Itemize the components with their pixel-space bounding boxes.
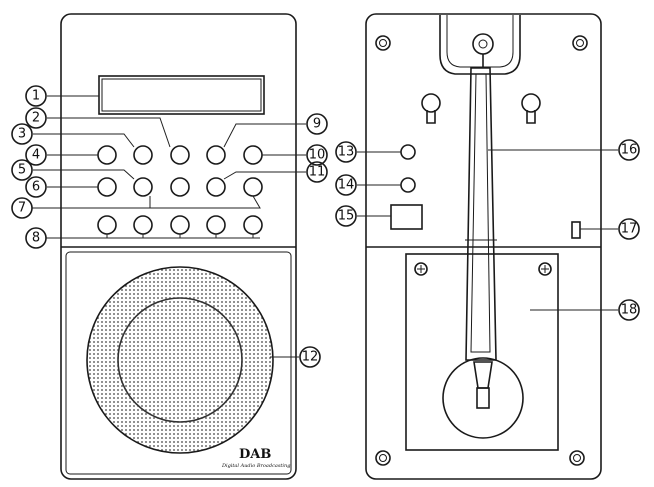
screw-top-left — [375, 35, 391, 51]
callout-1: 1 — [25, 85, 47, 107]
callout-2: 2 — [25, 107, 47, 129]
dab-logo-text: DAB — [239, 447, 271, 462]
telescopic-antenna — [465, 33, 497, 361]
antenna-bracket-inner — [446, 15, 514, 68]
screw-bottom-left — [375, 450, 391, 466]
speaker-inner-ring — [117, 297, 243, 423]
callout-16-label: 16 — [621, 143, 638, 158]
callout-5: 5 — [11, 159, 33, 181]
button-r2-5 — [243, 177, 263, 197]
callout-17: 17 — [618, 218, 640, 240]
button-9 — [206, 145, 226, 165]
lcd-display — [98, 75, 265, 115]
wall-mount-hole-right — [521, 93, 541, 124]
callout-18-label: 18 — [621, 303, 638, 318]
callout-2-label: 2 — [32, 111, 40, 126]
port-15 — [390, 204, 423, 230]
callout-3-label: 3 — [18, 127, 26, 142]
preset-button-4 — [206, 215, 226, 235]
callout-3: 3 — [11, 123, 33, 145]
callout-7: 7 — [11, 197, 33, 219]
jack-13 — [400, 144, 416, 160]
screw-bottom-right — [569, 450, 585, 466]
battery-cover — [405, 253, 559, 451]
button-5 — [133, 177, 153, 197]
button-10 — [243, 145, 263, 165]
callout-8-label: 8 — [32, 231, 40, 246]
lcd-display-inner — [101, 78, 262, 112]
callout-15-label: 15 — [338, 209, 355, 224]
callout-4: 4 — [25, 144, 47, 166]
front-view: DAB Digital Audio Broadcasting — [60, 13, 297, 480]
callout-6: 6 — [25, 176, 47, 198]
preset-button-3 — [170, 215, 190, 235]
callout-13-label: 13 — [338, 145, 355, 160]
screw-top-right — [572, 35, 588, 51]
preset-button-1 — [97, 215, 117, 235]
antenna-stub — [476, 387, 490, 409]
callout-14: 14 — [335, 174, 357, 196]
callout-6-label: 6 — [32, 180, 40, 195]
battery-cover-screw-tl — [414, 262, 428, 276]
button-6 — [97, 177, 117, 197]
callout-13: 13 — [335, 141, 357, 163]
antenna-joint — [473, 361, 493, 389]
callout-18: 18 — [618, 299, 640, 321]
wall-mount-hole-left — [421, 93, 441, 124]
speaker-grille — [86, 266, 274, 454]
callout-1-label: 1 — [32, 89, 40, 104]
leader-lines — [32, 95, 618, 358]
button-4 — [97, 145, 117, 165]
battery-cover-screw-tr — [538, 262, 552, 276]
button-2 — [170, 145, 190, 165]
callout-15: 15 — [335, 205, 357, 227]
antenna-bracket — [439, 15, 521, 75]
callout-10: 10 — [306, 144, 328, 166]
switch-17 — [571, 221, 581, 239]
button-3 — [133, 145, 153, 165]
callout-7-label: 7 — [18, 201, 26, 216]
callout-11: 11 — [306, 161, 328, 183]
jack-14 — [400, 177, 416, 193]
callouts: 1 2 3 4 5 6 7 8 9 10 11 12 13 14 15 16 1… — [11, 85, 640, 368]
button-11 — [206, 177, 226, 197]
front-bottom-plate — [65, 251, 292, 475]
dab-logo-subtext: Digital Audio Broadcasting — [221, 463, 290, 469]
dab-logo: DAB Digital Audio Broadcasting — [221, 447, 290, 469]
callout-5-label: 5 — [18, 163, 26, 178]
preset-button-5 — [243, 215, 263, 235]
callout-12-label: 12 — [302, 350, 319, 365]
callout-9: 9 — [306, 113, 328, 135]
callout-12: 12 — [299, 346, 321, 368]
preset-button-2 — [133, 215, 153, 235]
callout-11-label: 11 — [309, 165, 326, 180]
callout-16: 16 — [618, 139, 640, 161]
callout-14-label: 14 — [338, 178, 355, 193]
callout-17-label: 17 — [621, 222, 638, 237]
callout-8: 8 — [25, 227, 47, 249]
callout-4-label: 4 — [32, 148, 40, 163]
callout-9-label: 9 — [313, 117, 321, 132]
back-view — [365, 13, 602, 480]
antenna-swivel-base — [442, 357, 524, 439]
callout-10-label: 10 — [309, 148, 326, 163]
button-7 — [170, 177, 190, 197]
